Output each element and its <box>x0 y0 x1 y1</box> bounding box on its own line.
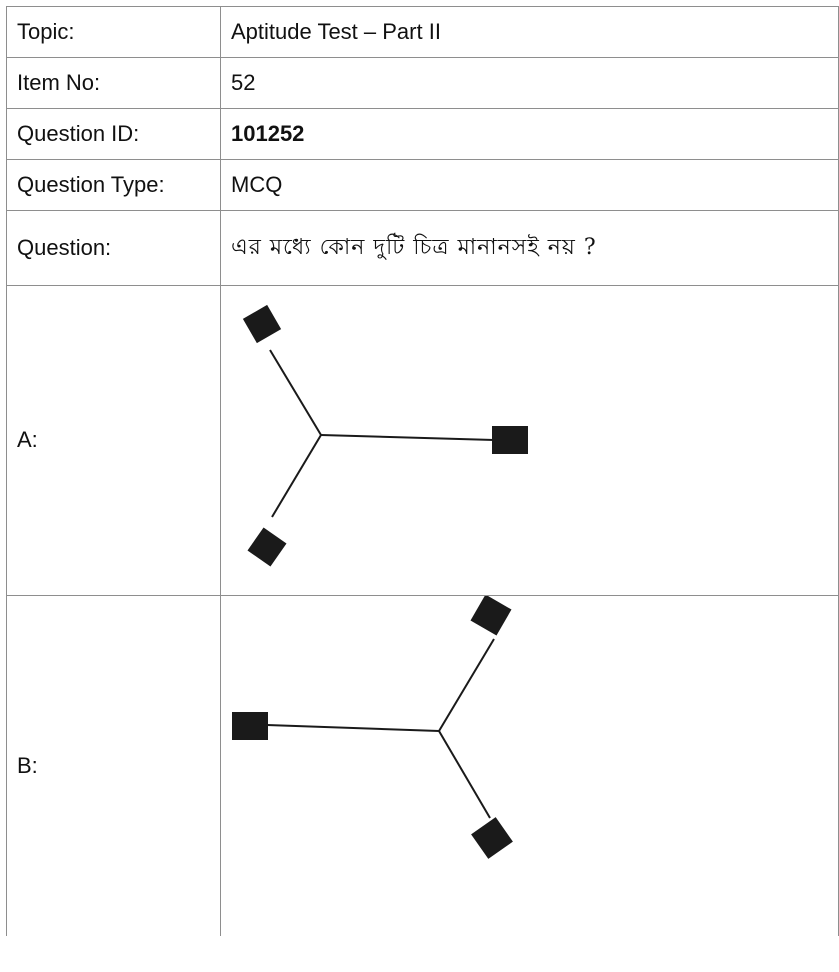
option-a-cell[interactable] <box>220 285 839 596</box>
question-text: এর মধ্যে কোন দুটি চিত্র মানানসই নয় ? <box>220 210 839 286</box>
question-type-label: Question Type: <box>6 159 221 211</box>
option-a-label: A: <box>6 285 221 596</box>
option-b-row: B: <box>6 595 839 936</box>
question-table: Topic: Aptitude Test – Part II Item No: … <box>6 6 839 936</box>
option-a-row: A: <box>6 285 839 596</box>
topic-label: Topic: <box>6 6 221 58</box>
option-b-cell[interactable] <box>220 595 839 936</box>
question-type-row: Question Type: MCQ <box>6 159 839 211</box>
option-a-arm-right <box>320 434 495 441</box>
option-b-arm-top <box>438 638 495 732</box>
option-a-square-right <box>492 426 528 454</box>
topic-value: Aptitude Test – Part II <box>220 6 839 58</box>
option-b-arm-bottom <box>438 730 491 819</box>
option-a-square-bottom <box>247 527 287 567</box>
item-no-value: 52 <box>220 57 839 109</box>
question-id-value: 101252 <box>220 108 839 160</box>
topic-row: Topic: Aptitude Test – Part II <box>6 6 839 58</box>
option-b-arm-left <box>266 724 440 732</box>
item-no-row: Item No: 52 <box>6 57 839 109</box>
question-id-label: Question ID: <box>6 108 221 160</box>
option-a-arm-top <box>269 349 322 436</box>
question-type-value: MCQ <box>220 159 839 211</box>
question-row: Question: এর মধ্যে কোন দুটি চিত্র মানানস… <box>6 210 839 286</box>
option-b-square-bottom <box>471 817 513 859</box>
option-b-square-top <box>470 596 512 636</box>
option-a-figure <box>242 304 528 567</box>
option-b-label: B: <box>6 595 221 936</box>
option-a-arm-bottom <box>271 434 322 518</box>
item-no-label: Item No: <box>6 57 221 109</box>
question-id-row: Question ID: 101252 <box>6 108 839 160</box>
option-b-figure <box>232 596 513 859</box>
question-label: Question: <box>6 210 221 286</box>
option-b-square-left <box>232 712 268 740</box>
option-a-square-top <box>242 304 282 344</box>
